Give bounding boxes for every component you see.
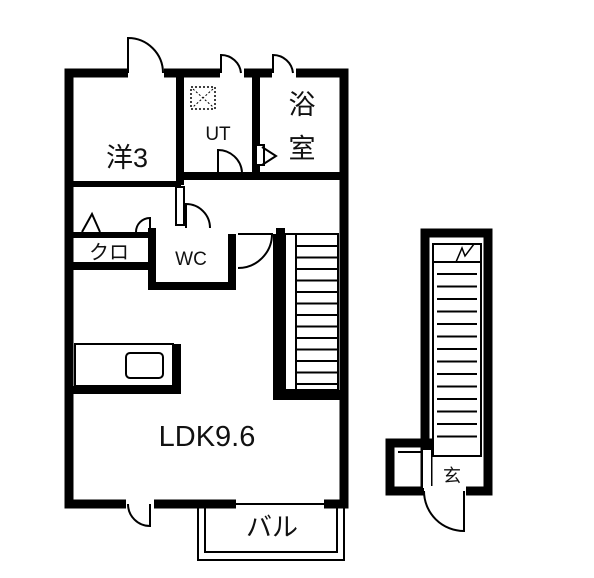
utility-label: UT	[205, 124, 231, 145]
stairs-main	[284, 233, 339, 391]
toilet-label: WC	[175, 249, 207, 270]
interior-walls	[69, 73, 344, 400]
western-room-label: 洋3	[106, 143, 148, 173]
doors	[81, 36, 294, 528]
stair-treads-entrance	[437, 273, 477, 438]
sink-icon	[125, 352, 164, 379]
bath-label-line2: 室	[289, 134, 316, 164]
balcony	[197, 503, 345, 561]
entrance-label: 玄	[443, 466, 461, 486]
partition-details	[175, 144, 276, 234]
wall-openings	[126, 66, 324, 511]
entrance-unit	[385, 228, 493, 533]
washer-pan	[190, 86, 216, 110]
balcony-label: バル	[246, 512, 298, 542]
kitchen-counter	[74, 343, 174, 387]
closet-label: クロ	[89, 241, 129, 264]
ldk-label: LDK9.6	[159, 421, 256, 453]
bath-label-line1: 浴	[289, 90, 316, 120]
room-labels: 洋3 UT 浴 室 クロ WC LDK9.6 バル 玄	[89, 90, 461, 542]
stair-treads-main	[296, 245, 338, 385]
